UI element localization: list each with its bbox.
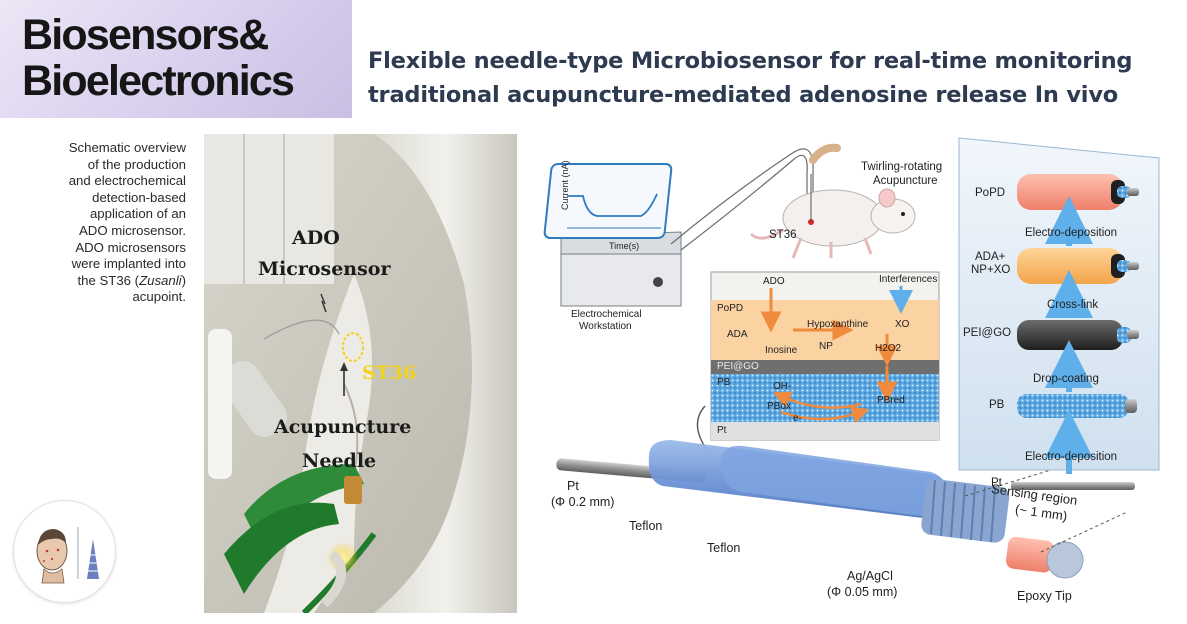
step-dropcoating: Drop-coating [1033,373,1099,385]
mech-hypoxanthine: Hypoxanthine [807,319,869,330]
schematic-drawing [543,137,1160,579]
step-electrodeposition-top: Electro-deposition [1025,227,1118,239]
pb-cylinder [1017,394,1137,418]
workstation-label-2: Workstation [579,321,632,332]
needle-label-line2: Needle [302,450,377,472]
mouse-implant-photo: ADO Microsensor ST36 Acupuncture Needle [204,134,517,613]
mech-popd: PoPD [717,303,744,314]
mech-xo: XO [895,319,910,330]
journal-name-line2: Bioelectronics [22,57,295,105]
caption-line: application of an [89,206,186,222]
layer-ada-np-xo-2: NP+XO [971,264,1011,276]
caption-line: of the production [87,156,186,172]
probe-epoxy-tip: Epoxy Tip [1017,589,1072,603]
probe-agagcl-size: (Φ 0.05 mm) [827,585,898,599]
peigo-cylinder [1017,320,1139,350]
layer-popd: PoPD [975,187,1006,199]
mech-ado: ADO [763,276,785,287]
layer-pt: Pt [991,477,1002,489]
caption-line-italic: the ST36 (Zusanli) [8,272,187,290]
mouse-st36-label: ST36 [769,229,797,241]
twirling-label-2: Acupuncture [873,175,938,187]
workstation-label-1: Electrochemical [571,309,642,320]
caption-text: ) [181,272,186,288]
sensor-schematic: Twirling-rotating Acupuncture ST36 Elect… [531,134,1165,613]
probe-agagcl-label: Ag/AgCl [847,569,893,583]
caption-line: acupoint. [132,289,186,305]
enzyme-cylinder [1017,248,1139,284]
acupuncture-head-icon [36,527,99,584]
caption-line: were implanted into [71,256,186,272]
st36-label: ST36 [362,362,417,384]
figure-caption: Schematic overview of the production and… [8,140,186,306]
mech-e: e- [793,413,802,424]
journal-name-line1: Biosensors& [22,11,269,59]
mech-peigo: PEI@GO [717,361,759,372]
layer-pb: PB [989,399,1005,411]
layer-ada-np-xo-1: ADA+ [975,251,1006,263]
step-electrodeposition-bottom: Electro-deposition [1025,451,1118,463]
pt-wire [1011,482,1135,490]
caption-line: detection-based [92,189,186,205]
mech-interferences: Interferences [879,274,938,285]
mech-pt: Pt [717,425,727,436]
twirling-label-1: Twirling-rotating [861,161,943,173]
mouse-leg-illustration [204,134,517,613]
mech-pbred: PBred [877,395,905,406]
mech-oh: OH- [773,381,792,392]
article-title-line2: traditional acupuncture-mediated adenosi… [368,82,1119,108]
probe-teflon-2: Teflon [707,541,741,555]
mech-h2o2: H2O2 [875,343,902,354]
thread [921,479,1010,543]
publisher-logo [13,500,116,603]
needle-label-line1: Acupuncture [274,416,412,438]
popd-cylinder [1017,174,1139,210]
caption-line: ADO microsensors [75,239,186,255]
probe-teflon-1: Teflon [629,519,663,533]
caption-line: Schematic overview [68,140,186,155]
mech-pbox: PBox [767,401,791,412]
caption-line: ADO microsensor. [79,222,186,238]
probe-pt-size: (Φ 0.2 mm) [551,495,615,509]
mech-inosine: Inosine [765,345,798,356]
caption-line: and electrochemical [68,173,186,189]
probe-pt-label: Pt [567,479,579,493]
mech-ada: ADA [727,329,748,340]
ado-label-line1: ADO [292,227,340,249]
current-axis-label: Current (nA) [560,160,570,210]
step-crosslink: Cross-link [1047,299,1099,311]
time-axis-label: Time(s) [609,241,640,251]
mech-pb: PB [717,377,731,388]
article-title-line1: Flexible needle-type Microbiosensor for … [368,48,1133,74]
article-title: Flexible needle-type Microbiosensor for … [368,44,1168,112]
mech-np: NP [819,341,833,352]
caption-italic-term: Zusanli [139,272,182,288]
ado-label-line2: Microsensor [258,258,391,280]
journal-banner: Biosensors& Bioelectronics [0,0,352,118]
layer-peigo: PEI@GO [963,327,1012,339]
caption-text: the ST36 ( [77,272,140,288]
